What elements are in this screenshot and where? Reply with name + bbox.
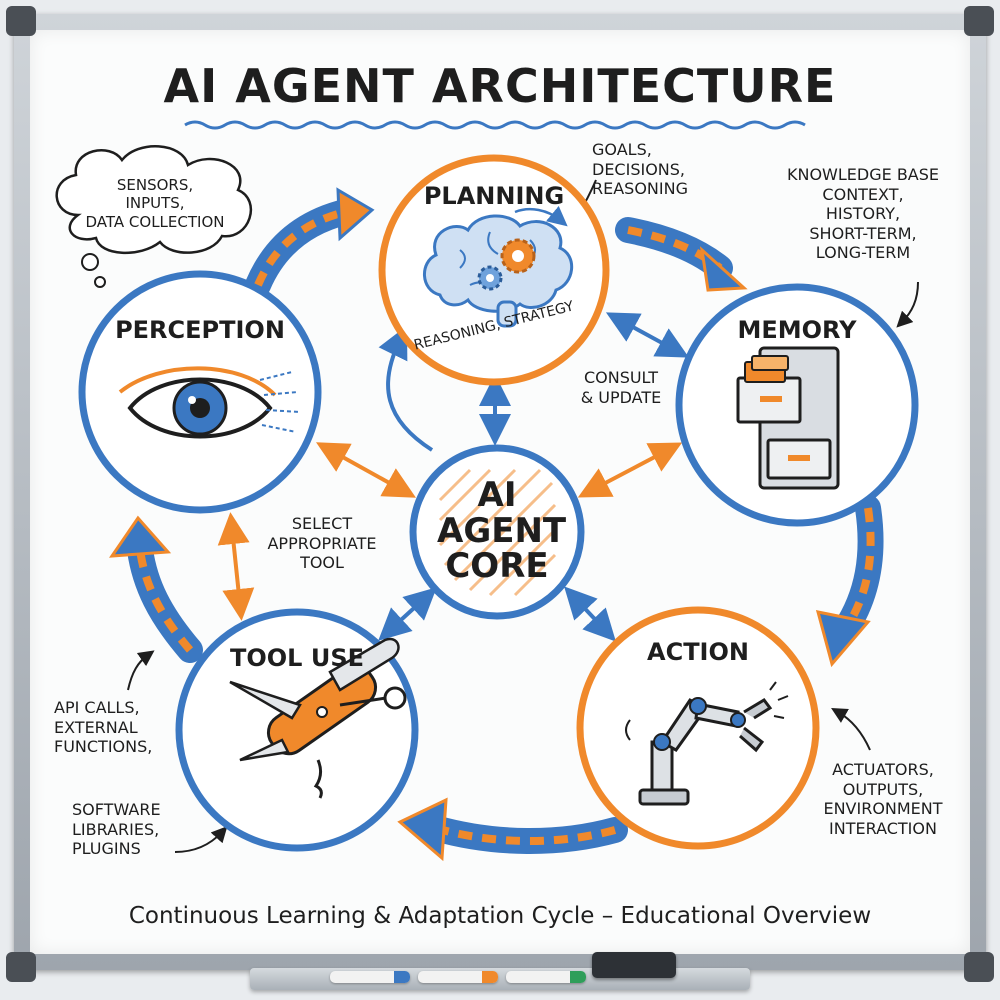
note-line: KNOWLEDGE BASE [787, 165, 939, 184]
cycle-arrow-perception-to-planning [245, 187, 375, 298]
connector-core-action [564, 586, 616, 642]
robot-arm-icon [625, 681, 789, 806]
note-goals: GOALS, DECISIONS, REASONING [592, 140, 742, 199]
memory-label: MEMORY [737, 316, 857, 344]
cycle-arrow-memory-to-action [815, 495, 884, 668]
note-line: CONTEXT, [822, 184, 904, 204]
filing-cabinet-icon [736, 346, 840, 490]
note-api: API CALLS, EXTERNAL FUNCTIONS, [54, 698, 194, 757]
note-line: INTERACTION [829, 818, 937, 838]
perception-label: PERCEPTION [115, 316, 285, 344]
note-line: LONG-TERM [815, 243, 911, 263]
brain-gears-icon [423, 205, 574, 328]
note-line: APPROPRIATE [267, 533, 377, 553]
note-software: SOFTWARE LIBRARIES, PLUGINS [72, 800, 192, 859]
connector-core-to-planning-curve [378, 325, 434, 452]
eraser[interactable] [592, 952, 676, 978]
page-title: AI AGENT ARCHITECTURE [163, 59, 837, 113]
note-line: REASONING [592, 179, 688, 199]
cycle-arrow-tool-to-perception [109, 515, 203, 663]
pointer-knowledge [896, 281, 919, 328]
planning-label: PLANNING [423, 182, 565, 210]
green-marker[interactable] [506, 971, 586, 983]
note-select-tool: SELECT APPROPRIATE TOOL [262, 514, 382, 573]
cycle-arrow-action-to-tool [397, 797, 628, 862]
note-line: FUNCTIONS, [54, 737, 153, 757]
frame-corner [964, 6, 994, 36]
connector-perception-tool [217, 512, 255, 621]
note-line: SELECT [291, 514, 353, 533]
note-line: SENSORS, [116, 176, 194, 194]
note-line: SOFTWARE [72, 800, 161, 819]
connector-planning-memory [605, 312, 690, 358]
note-line: PLUGINS [72, 839, 141, 859]
action-circle [576, 606, 820, 850]
note-line: TOOL [300, 553, 344, 573]
orange-marker[interactable] [418, 971, 498, 983]
core-circle [409, 444, 585, 620]
core-line-2: AGENT [437, 510, 567, 551]
frame-corner [6, 952, 36, 982]
core-line-3: CORE [445, 546, 549, 587]
note-knowledge: KNOWLEDGE BASE CONTEXT, HISTORY, SHORT-T… [768, 165, 958, 263]
note-line: INPUTS, [125, 194, 185, 213]
connector-core-perception [316, 442, 416, 498]
cycle-arrow-planning-to-memory [615, 217, 748, 292]
title-underline [184, 120, 806, 130]
note-line: HISTORY, [825, 204, 901, 224]
blue-marker[interactable] [330, 971, 410, 983]
note-line: ACTUATORS, [832, 760, 934, 779]
note-sensors: SENSORS, INPUTS, DATA COLLECTION [70, 176, 240, 231]
note-line: ENVIRONMENT [823, 799, 943, 819]
frame-corner [6, 6, 36, 36]
connector-core-tool [378, 587, 437, 641]
swiss-army-knife-icon [229, 637, 407, 799]
action-label: ACTION [647, 638, 749, 666]
connector-core-memory [577, 442, 683, 498]
sensors-cloud [55, 145, 253, 288]
pointer-software [174, 826, 228, 853]
pointer-actuators [831, 708, 871, 751]
note-actuators: ACTUATORS, OUTPUTS, ENVIRONMENT INTERACT… [808, 760, 958, 838]
core-label: AI AGENT CORE [437, 475, 567, 587]
tool-use-label: TOOL USE [230, 644, 364, 672]
note-line: API CALLS, [54, 698, 140, 717]
note-consult: CONSULT & UPDATE [566, 368, 676, 407]
eye-icon [118, 366, 301, 439]
pointer-api [127, 650, 155, 691]
note-line: OUTPUTS, [842, 779, 924, 799]
note-line: CONSULT [583, 368, 659, 387]
frame-corner [964, 952, 994, 982]
note-line: DECISIONS, [592, 159, 685, 179]
note-line: & UPDATE [580, 387, 662, 407]
core-scribble [438, 468, 557, 597]
note-line: EXTERNAL [54, 717, 138, 737]
note-line: SHORT-TERM, [809, 223, 917, 243]
core-line-1: AI [477, 475, 517, 515]
note-line: DATA COLLECTION [85, 212, 225, 231]
footer-caption: Continuous Learning & Adaptation Cycle –… [128, 903, 872, 929]
note-line: GOALS, [592, 140, 652, 159]
note-line: LIBRARIES, [72, 819, 160, 839]
